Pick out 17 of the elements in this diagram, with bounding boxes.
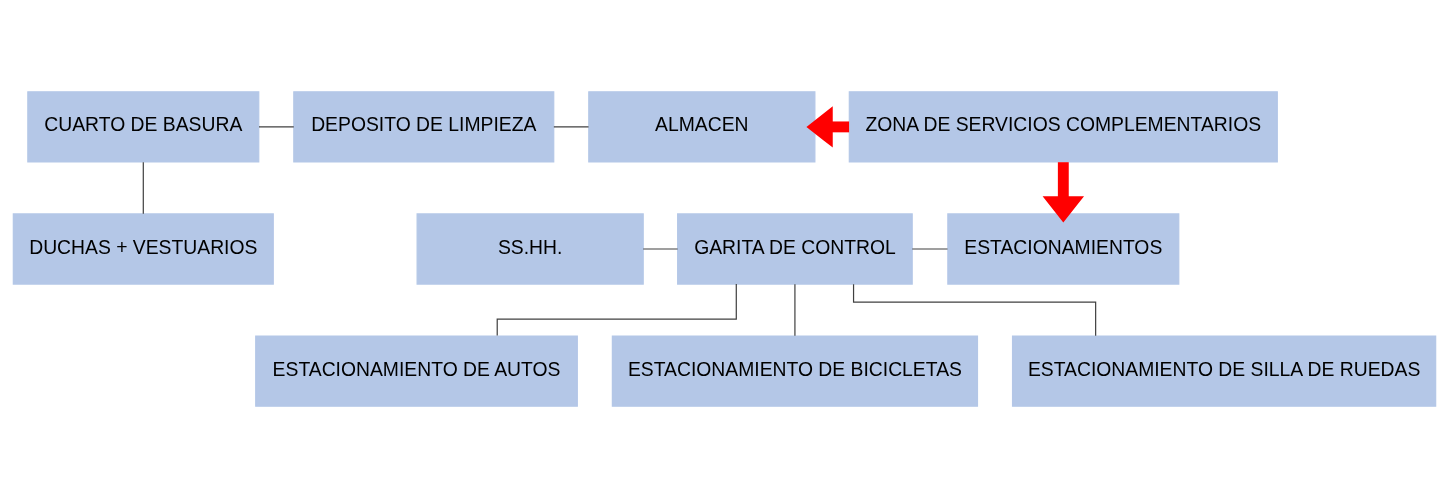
- node-box: ESTACIONAMIENTO DE SILLA DE RUEDAS: [1011, 334, 1437, 407]
- connector: [794, 283, 796, 336]
- node-box: ESTACIONAMIENTO DE BICICLETAS: [611, 334, 979, 407]
- node-box: DUCHAS + VESTUARIOS: [12, 212, 274, 285]
- node-box: ZONA DE SERVICIOS COMPLEMENTARIOS: [848, 90, 1278, 163]
- connector: [142, 161, 144, 214]
- node-box: ESTACIONAMIENTO DE AUTOS: [255, 334, 578, 407]
- node-box: CUARTO DE BASURA: [27, 90, 260, 163]
- node-box: ALMACEN: [588, 90, 816, 163]
- arrow: [806, 105, 850, 148]
- connector: [258, 125, 295, 127]
- arrow: [1042, 161, 1085, 223]
- node-box: ESTACIONAMIENTOS: [947, 212, 1180, 285]
- node-box: SS.HH.: [416, 212, 644, 285]
- node-box: GARITA DE CONTROL: [677, 212, 913, 285]
- node-box: DEPOSITO DE LIMPIEZA: [293, 90, 555, 163]
- connector: [553, 125, 590, 127]
